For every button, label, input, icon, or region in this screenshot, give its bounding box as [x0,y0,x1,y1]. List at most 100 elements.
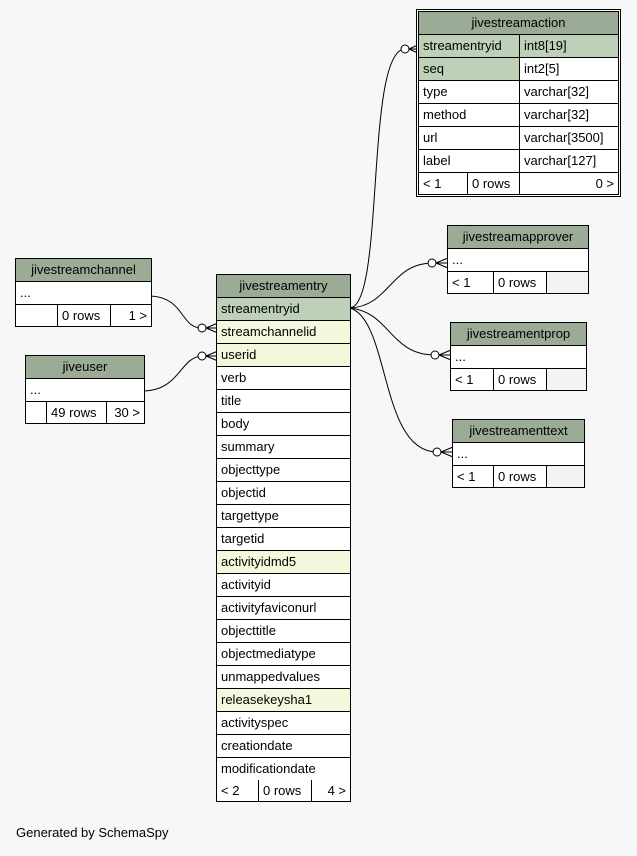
column-row[interactable]: activityspec [217,712,350,735]
column-row[interactable]: title [217,390,350,413]
column-row[interactable]: objecttitle [217,620,350,643]
column-row[interactable]: summary [217,436,350,459]
column-name: objecttype [221,462,281,477]
table-counts: 49 rows 30 > [26,402,144,423]
table-title: jiveuser [26,356,144,379]
column-row[interactable]: activityid [217,574,350,597]
child-count [547,466,584,487]
child-count: 0 > [595,176,614,191]
table-counts: < 1 0 rows [453,466,584,487]
column-row[interactable]: objectid [217,482,350,505]
column-name: objecttitle [221,623,276,638]
table-counts: 0 rows 1 > [16,305,151,326]
row-count: 0 rows [58,305,111,326]
edge-entry-approver [349,262,433,309]
edge-entry-action [349,48,406,309]
column-name: activityidmd5 [221,554,297,569]
column-row[interactable]: streamentryid [217,298,350,321]
table-jivestreamchannel[interactable]: jivestreamchannel ... 0 rows 1 > [15,258,152,327]
table-title: jivestreamenttext [453,420,584,443]
parent-count: < 1 [453,466,494,487]
columns-placeholder: ... [16,282,151,305]
column-name: title [221,393,242,408]
edge-entry-entrytext [349,307,438,453]
row-count: 49 rows [47,402,107,423]
column-row[interactable]: streamchannelid [217,321,350,344]
column-type: varchar[127] [524,153,597,168]
column-name: label [419,150,520,172]
column-name: url [419,127,520,149]
column-name: modificationdate [221,761,316,776]
column-name: releasekeysha1 [221,692,313,707]
column-row[interactable]: type varchar[32] [419,81,618,104]
child-count: 1 > [128,308,147,323]
table-counts: < 2 0 rows 4 > [217,780,350,801]
columns-placeholder: ... [451,346,586,369]
column-row[interactable]: seq int2[5] [419,58,618,81]
parent-count: < 1 [448,272,494,293]
parent-count [16,305,58,326]
column-name: userid [221,347,257,362]
column-name: verb [221,370,247,385]
table-counts: < 1 0 rows [448,272,588,293]
table-jivestreamapprover[interactable]: jivestreamapprover ... < 1 0 rows [447,225,589,294]
column-name: activityid [221,577,271,592]
column-name: unmappedvalues [221,669,321,684]
column-row[interactable]: objecttype [217,459,350,482]
column-name: streamentryid [221,301,300,316]
column-row[interactable]: streamentryid int8[19] [419,35,618,58]
column-name: targettype [221,508,279,523]
child-count: 4 > [327,783,346,798]
column-row[interactable]: verb [217,367,350,390]
columns-placeholder: ... [448,249,588,272]
child-count [547,369,586,390]
column-row[interactable]: unmappedvalues [217,666,350,689]
row-count: 0 rows [494,272,547,293]
column-type: varchar[32] [524,107,590,122]
column-name: method [419,104,520,126]
column-name: objectid [221,485,266,500]
edge-channel-entry [150,295,203,329]
table-jivestreamentprop[interactable]: jivestreamentprop ... < 1 0 rows [450,322,587,391]
column-row[interactable]: releasekeysha1 [217,689,350,712]
table-title: jivestreamchannel [16,259,151,282]
column-name: type [419,81,520,103]
column-name: seq [419,58,520,80]
table-jiveuser[interactable]: jiveuser ... 49 rows 30 > [25,355,145,424]
parent-count: < 1 [419,173,468,194]
column-row[interactable]: label varchar[127] [419,150,618,173]
column-row[interactable]: objectmediatype [217,643,350,666]
footer-credit: Generated by SchemaSpy [16,825,169,840]
table-jivestreamaction[interactable]: jivestreamaction streamentryid int8[19] … [416,9,621,197]
column-type: varchar[32] [524,84,590,99]
column-row[interactable]: targettype [217,505,350,528]
edge-user-entry [143,355,203,392]
table-jivestreamenttext[interactable]: jivestreamenttext ... < 1 0 rows [452,419,585,488]
table-counts: < 1 0 rows [451,369,586,390]
child-count: 30 > [114,405,140,420]
edge-entry-entryprop [349,307,436,356]
column-row[interactable]: activityfaviconurl [217,597,350,620]
column-row[interactable]: creationdate [217,735,350,758]
row-count: 0 rows [494,466,547,487]
parent-count: < 1 [451,369,494,390]
row-count: 0 rows [259,780,312,801]
column-name: streamentryid [419,35,520,57]
table-counts: < 1 0 rows 0 > [419,173,618,194]
table-title: jivestreamentprop [451,323,586,346]
column-row[interactable]: activityidmd5 [217,551,350,574]
column-row[interactable]: body [217,413,350,436]
column-row[interactable]: method varchar[32] [419,104,618,127]
column-row[interactable]: modificationdate [217,758,350,780]
column-name: creationdate [221,738,293,753]
column-row[interactable]: url varchar[3500] [419,127,618,150]
column-name: targetid [221,531,265,546]
columns-placeholder: ... [453,443,584,466]
column-type: int2[5] [520,58,618,80]
column-name: body [221,416,250,431]
column-name: activityspec [221,715,289,730]
column-row[interactable]: userid [217,344,350,367]
column-name: objectmediatype [221,646,316,661]
column-row[interactable]: targetid [217,528,350,551]
